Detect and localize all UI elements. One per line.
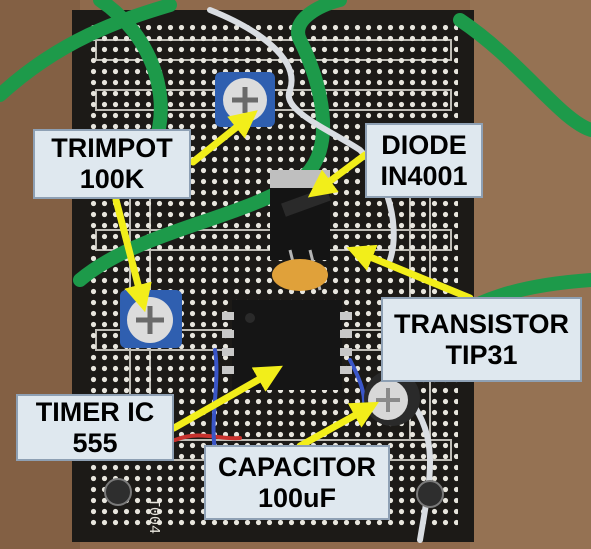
diode-value: IN4001 [380,160,468,191]
board-marking: T004 [145,498,162,534]
white-wire [207,7,433,543]
mounting-screws [104,478,444,508]
transistor-callout: TRANSISTOR TIP31 [381,297,582,382]
capacitor-label: CAPACITOR [217,451,376,482]
trimpot-callout: TRIMPOT 100K [33,129,191,199]
ceramic-capacitor [272,259,328,291]
diode-label: DIODE [381,129,467,160]
trimpot-left [120,290,182,348]
trimpot-value: 100K [79,164,145,194]
timer-value: 555 [72,427,118,458]
arrow-to-capacitor [296,401,379,450]
capacitor-callout: CAPACITOR 100uF [204,445,390,520]
pointer-arrows [112,110,474,450]
arrow-to-trimpot-left [112,196,152,313]
ic-555-chip [222,300,352,390]
trimpot-label: TRIMPOT [51,133,173,163]
transistor-label: TRANSISTOR [393,308,569,339]
timer-callout: TIMER IC 555 [16,394,174,461]
arrow-to-transistor [346,244,474,302]
capacitor-value: 100uF [257,482,337,513]
timer-label: TIMER IC [35,396,155,427]
diode-callout: DIODE IN4001 [365,123,483,198]
arrow-to-timer [170,365,283,432]
arrow-to-diode [307,151,369,198]
transistor-value: TIP31 [445,339,518,370]
arrow-to-trimpot-top [189,110,258,166]
